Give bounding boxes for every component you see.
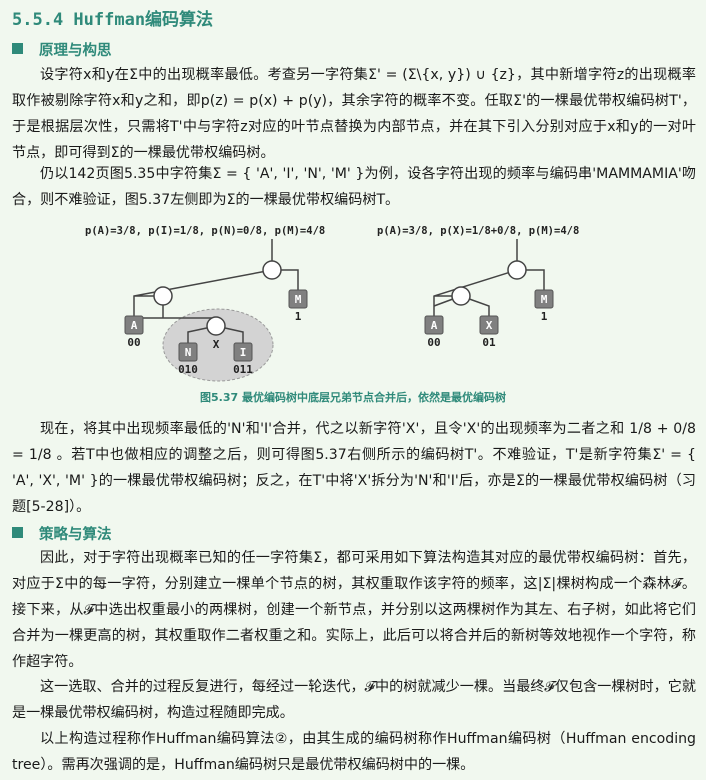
leaf-n [178,342,198,362]
internal-node-x [206,316,226,336]
leaf-x [479,315,499,335]
paragraph-principle: 设字符x和y在Σ中的出现概率最低。考查另一字符集Σ' = (Σ\{x, y}) … [12,67,696,161]
leaf-n-label: N [185,346,192,359]
leaf-a [424,315,444,335]
paragraph-merge: 现在，将其中出现频率最低的'N'和'I'合并，代之以新字符'X'，且令'X'的出… [12,421,696,515]
subsection-heading-text: 原理与构思 [39,43,112,59]
internal-node [451,286,471,306]
left-probabilities: p(A)=3/8, p(I)=1/8, p(N)=0/8, p(M)=4/8 [85,225,325,237]
square-bullet-icon [12,527,23,538]
internal-node [153,286,173,306]
left-tree: A 00 N 010 I 011 X M 1 [124,239,308,382]
merge-highlight [162,308,274,382]
leaf-m-code: 1 [541,310,548,323]
leaf-a-code: 00 [427,336,440,349]
subsection-heading-strategy: 策略与算法 [12,523,112,544]
leaf-m [534,289,554,309]
paragraph-example: 仍以142页图5.35中字符集Σ = { 'A', 'I', 'N', 'M' … [12,166,696,208]
subsection-heading-principle: 原理与构思 [12,39,112,60]
paragraph-algorithm: 因此，对于字符出现概率已知的任一字符集Σ，都可采用如下算法构造其对应的最优带权编… [12,550,696,670]
leaf-m-code: 1 [295,310,302,323]
paragraph-iteration: 这一选取、合并的过程反复进行，每经过一轮迭代，𝓕中的树就减少一棵。当最终𝓕仅包含… [12,679,696,721]
leaf-x-label: X [486,319,493,332]
leaf-i [233,342,253,362]
leaf-x-code: 01 [482,336,496,349]
leaf-a-label: A [431,319,438,332]
root-node [262,260,282,280]
leaf-a-label: A [131,319,138,332]
leaf-m-label: M [541,293,548,306]
section-title: 5.5.4 Huffman编码算法 [12,10,214,30]
right-probabilities: p(A)=3/8, p(X)=1/8+0/8, p(M)=4/8 [377,225,579,237]
leaf-a [124,315,144,335]
merged-x-label: X [213,338,220,351]
leaf-m-label: M [295,293,302,306]
right-tree: A 00 X 01 M 1 [424,239,554,349]
leaf-m [288,289,308,309]
leaf-i-label: I [240,346,247,359]
square-bullet-icon [12,43,23,54]
leaf-i-code: 011 [233,363,253,376]
leaf-a-code: 00 [127,336,140,349]
figure-caption: 图5.37 最优编码树中底层兄弟节点合并后，依然是最优编码树 [200,391,506,404]
subsection-heading-text: 策略与算法 [39,527,112,543]
leaf-n-code: 010 [178,363,198,376]
root-node [507,260,527,280]
paragraph-huffman: 以上构造过程称作Huffman编码算法②，由其生成的编码树称作Huffman编码… [12,731,696,773]
